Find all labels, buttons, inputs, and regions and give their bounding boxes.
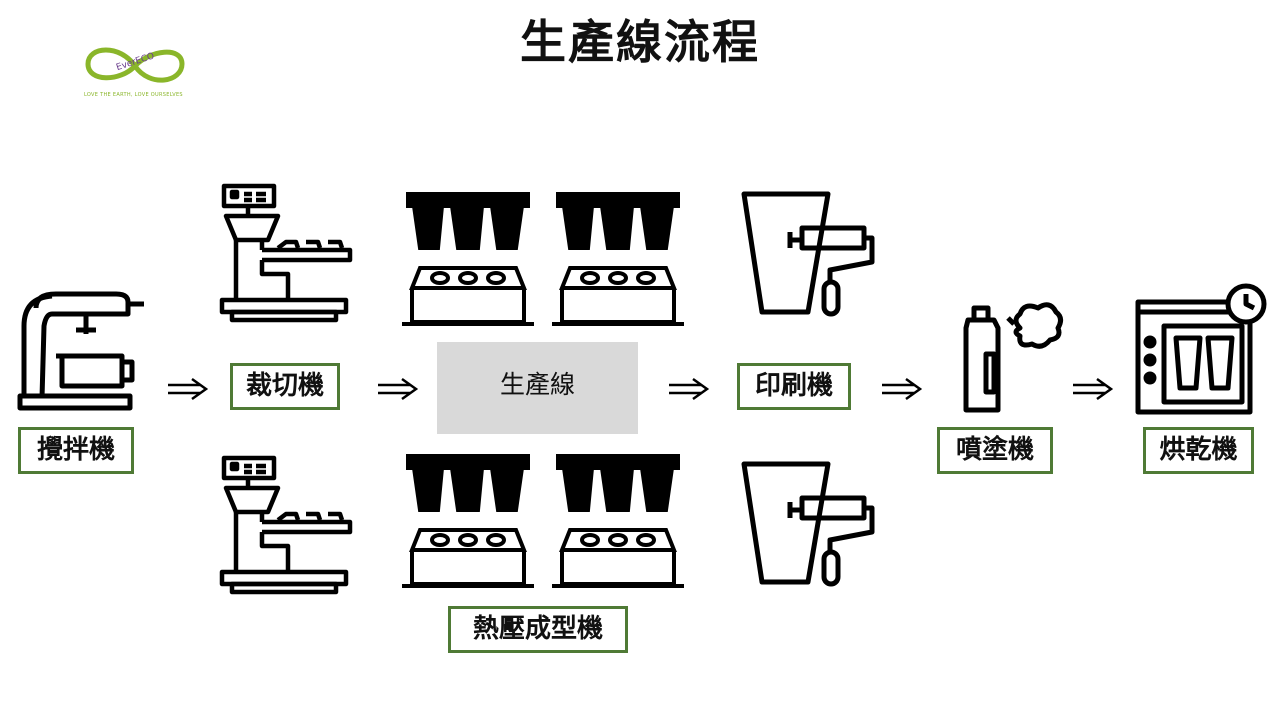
dryer-label: 烘乾機 (1143, 427, 1254, 474)
logo-tagline: LOVE THE EARTH, LOVE OURSELVES (84, 92, 183, 98)
arrow-icon (168, 377, 209, 401)
production-line-box: 生產線 (437, 342, 638, 434)
dryer-oven-icon (1135, 283, 1267, 415)
press-mold-icon (402, 192, 534, 326)
thermoform-label: 熱壓成型機 (448, 606, 628, 653)
press-mold-icon (552, 192, 684, 326)
spray-can-icon (963, 302, 1064, 413)
printer-label: 印刷機 (737, 363, 851, 410)
arrow-icon (669, 377, 710, 401)
sprayer-label: 噴塗機 (937, 427, 1053, 474)
press-mold-icon (402, 454, 534, 588)
mixer-label: 攪拌機 (18, 427, 134, 474)
paint-roller-cup-icon (741, 461, 875, 587)
page-title: 生產線流程 (520, 15, 760, 69)
cutter-machine-icon (219, 455, 353, 595)
arrow-icon (882, 377, 923, 401)
cutter-label: 裁切機 (230, 363, 340, 410)
cutter-machine-icon (219, 183, 353, 323)
arrow-icon (1073, 377, 1114, 401)
mixer-icon (17, 291, 144, 411)
press-mold-icon (552, 454, 684, 588)
arrow-icon (378, 377, 419, 401)
evereco-logo: EverECO (85, 47, 185, 83)
paint-roller-cup-icon (741, 191, 875, 317)
